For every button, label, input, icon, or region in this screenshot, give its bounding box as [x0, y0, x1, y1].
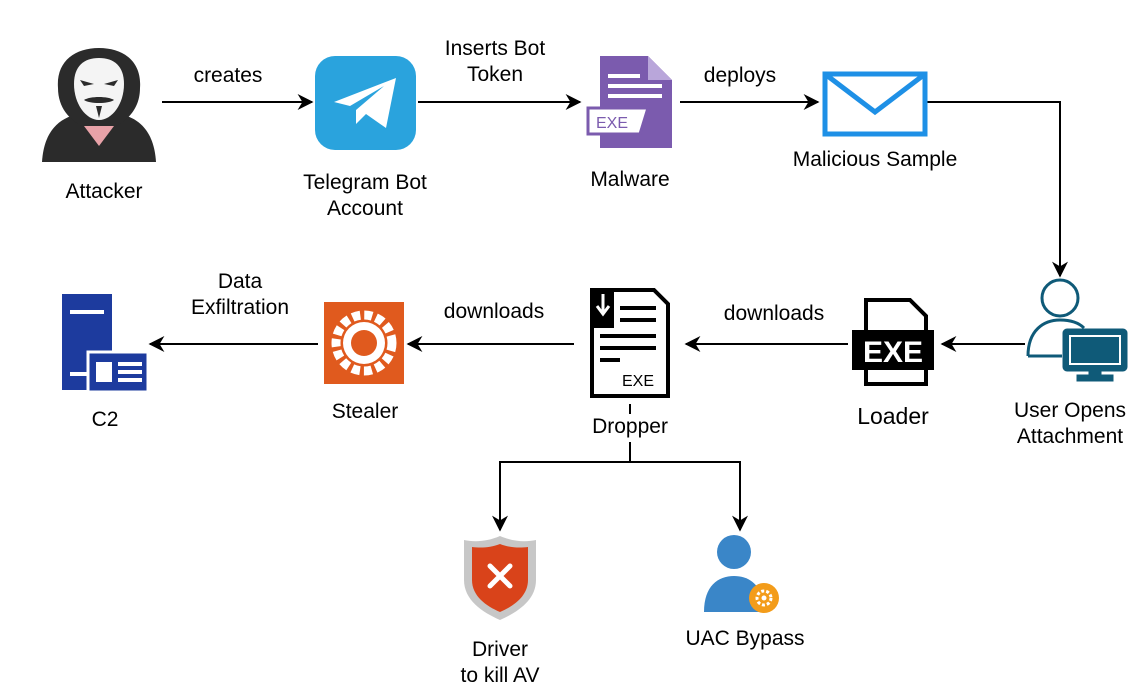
edge-dropper-uac [630, 461, 748, 532]
dropper-exe-badge: EXE [622, 373, 654, 390]
uac-label: UAC Bypass [685, 627, 805, 650]
edge-label-deploys: deploys [703, 64, 777, 87]
malware-label: Malware [590, 168, 670, 191]
malware-exe-badge: EXE [596, 115, 628, 132]
driver-label-line1: Driver [472, 638, 528, 661]
edge-label-inserts-line2: Token [466, 63, 524, 86]
user-gear-icon [704, 535, 779, 613]
shield-x-icon [464, 536, 536, 620]
driver-label: Driver to kill AV [430, 637, 570, 689]
edge-label-inserts: Inserts Bot Token [420, 36, 570, 88]
dropper-label: Dropper [592, 415, 668, 438]
telegram-label: Telegram Bot Account [280, 170, 450, 222]
user-label-line2: Attachment [1016, 425, 1124, 448]
edge-label-exfiltration-line2: Exfiltration [190, 296, 290, 319]
user-computer-icon [1026, 278, 1128, 382]
telegram-label-line2: Account [327, 197, 403, 220]
user-label-line1: User Opens [1013, 399, 1127, 422]
c2-label: C2 [91, 408, 119, 431]
user-label: User Opens Attachment [1000, 398, 1140, 450]
telegram-label-line1: Telegram Bot [303, 171, 427, 194]
attacker-label: Attacker [65, 180, 143, 203]
edge-label-creates: creates [193, 64, 263, 87]
loader-exe-icon: EXE [852, 298, 934, 386]
edge-label-exfiltration-line1: Data [217, 270, 263, 293]
edge-label-inserts-line1: Inserts Bot [444, 37, 546, 60]
telegram-icon [315, 56, 416, 150]
edge-dropper-driver [492, 442, 631, 532]
loader-label: Loader [857, 403, 929, 429]
sample-label: Malicious Sample [792, 148, 958, 171]
connectors [148, 94, 1068, 532]
stealer-label: Stealer [331, 400, 399, 423]
edge-sample-user [926, 101, 1068, 278]
driver-label-line2: to kill AV [460, 664, 540, 687]
edge-label-downloads-loader: downloads [723, 302, 825, 325]
server-icon [62, 294, 150, 394]
attacker-icon [42, 48, 156, 162]
envelope-icon [822, 71, 928, 137]
malware-file-icon: EXE [586, 56, 672, 148]
edge-label-downloads-dropper: downloads [443, 300, 545, 323]
edge-label-exfiltration: Data Exfiltration [170, 269, 310, 321]
dropper-file-icon: EXE [590, 288, 670, 398]
gear-icon [324, 302, 404, 384]
loader-exe-badge: EXE [863, 336, 923, 369]
